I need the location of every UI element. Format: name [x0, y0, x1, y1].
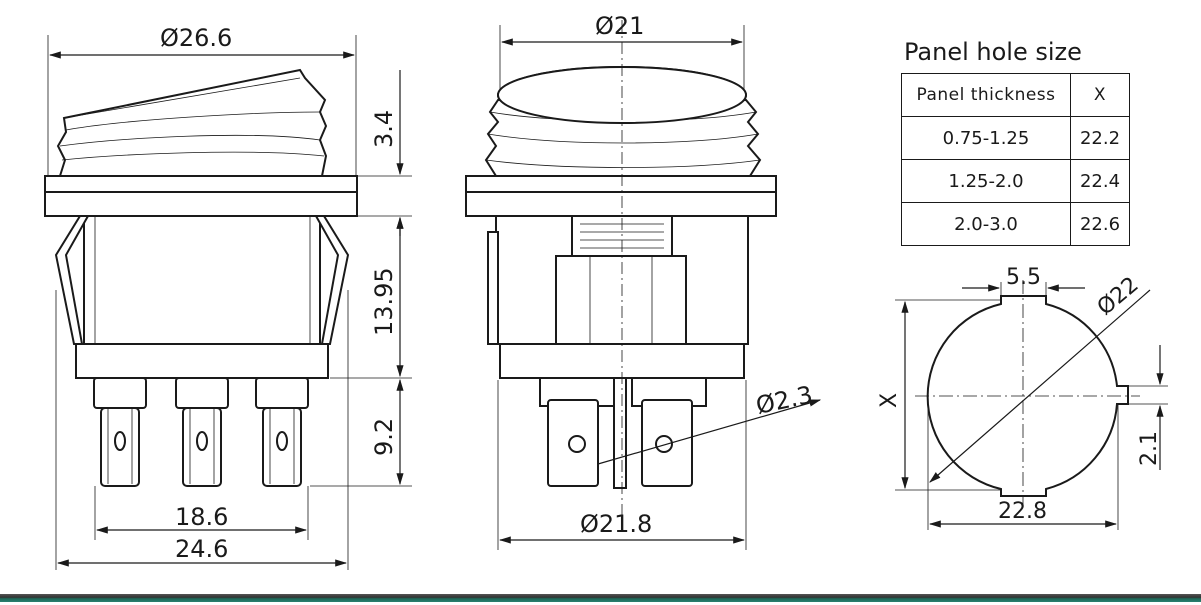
base-diameter-label: Ø21.8: [580, 510, 652, 538]
header-panel-thickness: Panel thickness: [901, 73, 1071, 117]
terminal-span-label: 18.6: [175, 503, 228, 531]
x-cell: 22.2: [1070, 116, 1130, 160]
thickness-cell: 1.25-2.0: [901, 159, 1071, 203]
rocker-cap: [56, 68, 328, 177]
bottom-divider: [0, 594, 1201, 602]
x-dimension-label: X: [877, 393, 902, 408]
side-view: Ø21 Ø2.3: [465, 12, 822, 550]
front-body: [83, 215, 321, 345]
front-view: Ø26.6: [44, 24, 412, 570]
table-row: 2.0-3.0 22.6: [901, 202, 1130, 246]
front-terminals: [93, 377, 309, 487]
front-width-label: Ø26.6: [160, 24, 232, 52]
cap-diameter-label: Ø21: [595, 12, 644, 40]
front-flange: [44, 191, 358, 217]
hole-diameter-22-label: Ø22: [1093, 272, 1144, 320]
base-width-label: 24.6: [175, 535, 228, 563]
notch-label: 2.1: [1137, 431, 1162, 466]
table-header-row: Panel thickness X: [901, 73, 1130, 117]
thickness-cell: 0.75-1.25: [901, 116, 1071, 160]
header-x: X: [1070, 73, 1130, 117]
front-base: [75, 343, 329, 379]
front-flange-top: [44, 175, 358, 193]
body-height-label: 13.95: [370, 267, 398, 336]
right-clip: [314, 215, 350, 345]
cap-height-label: 3.4: [370, 110, 398, 148]
x-cell: 22.6: [1070, 202, 1130, 246]
key-width-label: 5.5: [1006, 265, 1041, 290]
x-cell: 22.4: [1070, 159, 1130, 203]
panel-hole-view: 5.5 Ø22 X 2.1 22.8: [877, 265, 1168, 530]
thickness-cell: 2.0-3.0: [901, 202, 1071, 246]
panel-hole-table: Panel thickness X 0.75-1.25 22.2 1.25-2.…: [901, 73, 1130, 246]
hole-width-label: 22.8: [998, 499, 1047, 524]
hole-diameter-label: Ø2.3: [753, 381, 815, 420]
table-row: 0.75-1.25 22.2: [901, 116, 1130, 160]
panel-hole-title: Panel hole size: [904, 38, 1082, 66]
table-row: 1.25-2.0 22.4: [901, 159, 1130, 203]
left-clip: [54, 215, 90, 345]
terminal-height-label: 9.2: [370, 418, 398, 456]
